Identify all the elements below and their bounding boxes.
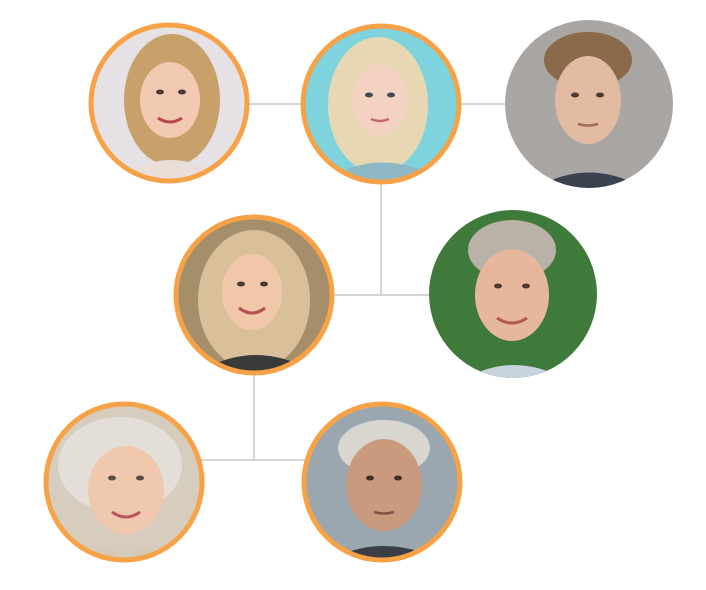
- face: [555, 56, 621, 144]
- portrait-adult-woman: [173, 214, 335, 376]
- portrait-ring: [43, 401, 205, 563]
- portrait-ring: [88, 22, 250, 184]
- face: [475, 249, 549, 341]
- shoulders: [525, 172, 655, 188]
- portrait-ring: [301, 401, 463, 563]
- shoulders: [455, 365, 575, 378]
- portrait-ring: [173, 214, 335, 376]
- face: [222, 254, 282, 330]
- portrait-elderly-woman: [43, 401, 205, 563]
- connectors: [200, 103, 505, 461]
- face: [352, 64, 408, 136]
- portrait-young-woman-2: [300, 23, 462, 185]
- portrait-ring: [300, 23, 462, 185]
- face: [140, 62, 200, 138]
- face: [346, 439, 422, 531]
- portrait-elderly-man: [301, 401, 463, 563]
- portrait-young-woman-1: [88, 22, 250, 184]
- portrait-adult-man: [429, 210, 597, 378]
- face: [88, 446, 164, 534]
- portrait-young-man: [505, 20, 673, 188]
- shoulders: [325, 546, 445, 558]
